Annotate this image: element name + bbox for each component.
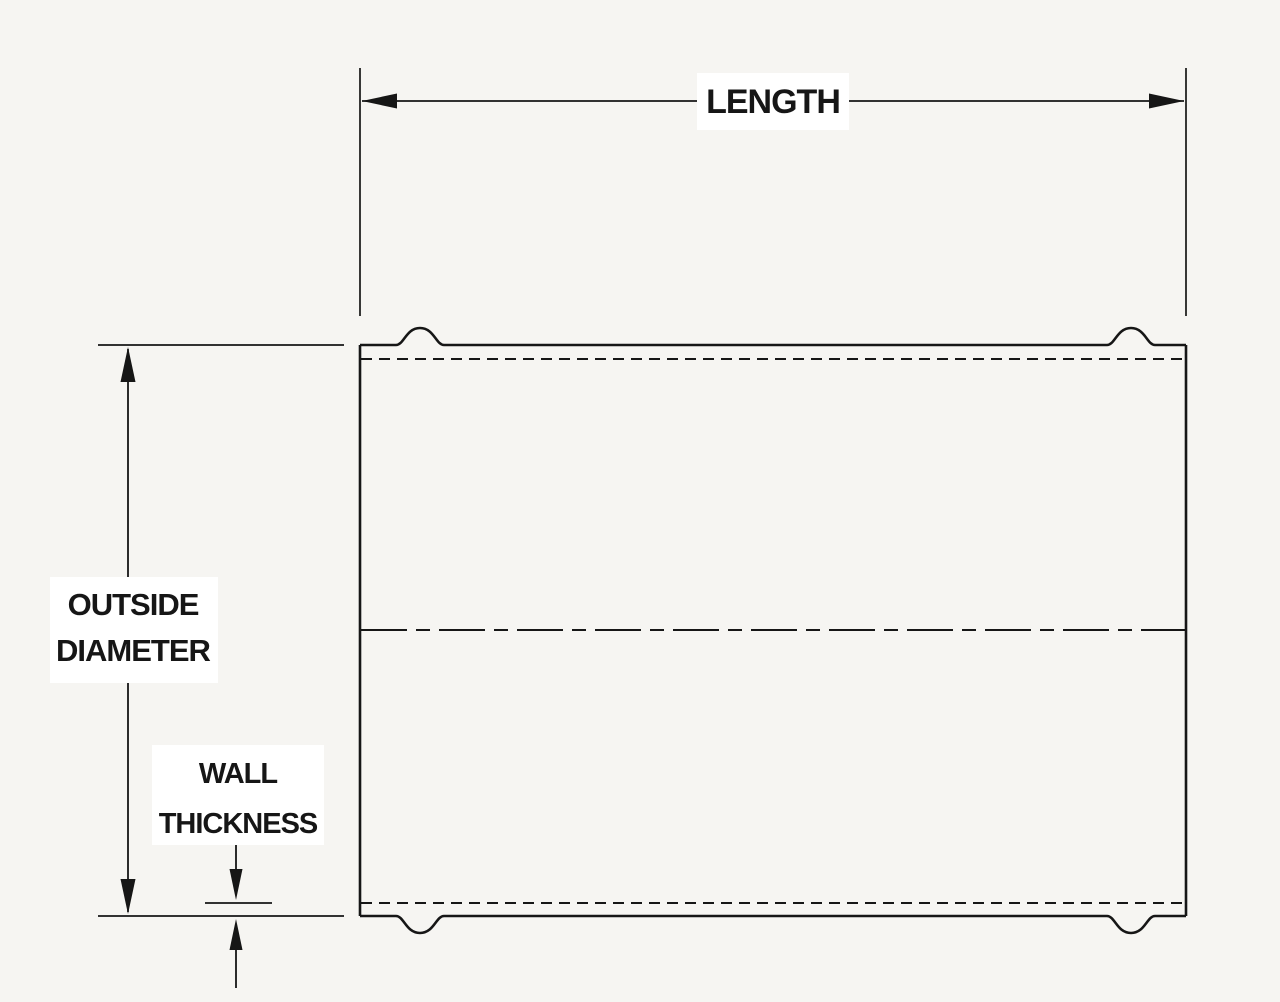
outside-diameter-arrowhead-bottom-icon [120,879,136,914]
wall-thickness-arrowhead-down-icon [229,869,243,900]
length-label-background [697,73,849,130]
wall-thickness-label-line2: THICKNESS [159,808,318,840]
outside-diameter-label-line2: DIAMETER [56,633,211,668]
wall-thickness-arrowhead-up-icon [229,919,243,950]
wall-thickness-label-background [152,745,324,845]
outside-diameter-label-background [50,577,218,683]
tube-outline [358,326,1188,935]
outside-diameter-label-line1: OUTSIDE [68,587,199,622]
length-arrowhead-right-icon [1149,93,1184,109]
wall-thickness-label-line1: WALL [199,758,277,790]
length-arrowhead-left-icon [362,93,397,109]
length-label: LENGTH [706,83,840,121]
outside-diameter-arrowhead-top-icon [120,347,136,382]
